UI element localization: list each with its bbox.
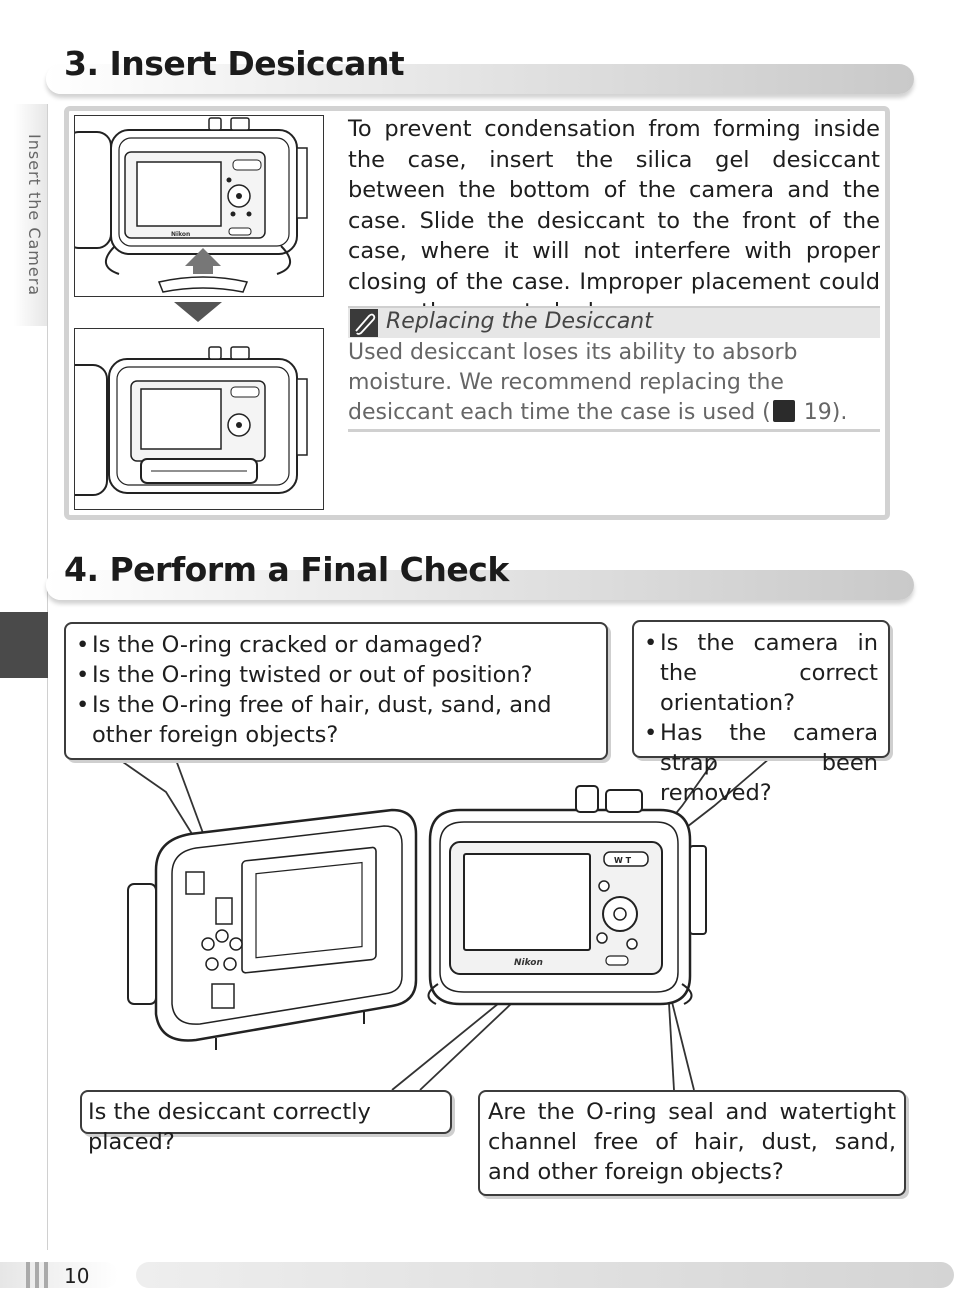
note-divider [348, 429, 880, 432]
section4-heading: 4. Perform a Final Check [64, 550, 509, 589]
footer-bar [136, 1262, 954, 1288]
callout-channel-check: Are the O-ring seal and watertight chann… [478, 1090, 906, 1196]
side-tab-marker [0, 612, 48, 678]
note-text-after: ). [831, 400, 848, 425]
section4-heading-bar [46, 570, 914, 600]
callout-oring-item: Is the O-ring twisted or out of position… [70, 660, 598, 690]
open-case-illustration: W T Nikon [127, 785, 707, 1050]
callout-camera-item: Is the camera in the correct orientation… [638, 628, 878, 718]
case-illustration-placed [75, 346, 308, 496]
callout-oring-item: Is the O-ring cracked or damaged? [70, 630, 598, 660]
page-number: 10 [64, 1264, 90, 1288]
camera-brand-label-large: Nikon [514, 958, 543, 968]
page-reference-icon [772, 400, 795, 422]
footer-stripes [26, 1262, 52, 1288]
callout-desiccant-check: Is the desiccant correctly placed? [80, 1090, 452, 1155]
section3-heading: 3. Insert Desiccant [64, 44, 405, 83]
case-illustration: Nikon [75, 117, 308, 293]
footer-left-bar [0, 1262, 118, 1288]
note-title: Replacing the Desiccant [386, 309, 653, 334]
section3-heading-bar [46, 64, 914, 94]
note-text: Used desiccant loses its ability to abso… [348, 338, 880, 428]
side-tab-background [14, 104, 48, 326]
note-page-ref[interactable]: 19 [803, 400, 832, 425]
side-tab-label: Insert the Camera [25, 134, 44, 297]
callout-camera-item: Has the camera strap been removed? [638, 718, 878, 808]
callout-oring-checks: Is the O-ring cracked or damaged? Is the… [64, 622, 608, 760]
section3-panel [64, 106, 890, 520]
note-header: Replacing the Desiccant [348, 306, 880, 338]
callout-camera-checks: Is the camera in the correct orientation… [632, 620, 890, 806]
pencil-note-icon [350, 309, 378, 337]
insert-desiccant-figure: Nikon [74, 115, 324, 297]
desiccant-placed-figure [74, 328, 324, 510]
zoom-button-label: W T [614, 856, 632, 865]
note-text-before: Used desiccant loses its ability to abso… [348, 340, 798, 425]
callout-oring-item: Is the O-ring free of hair, dust, sand, … [70, 690, 598, 750]
down-arrow-icon [174, 302, 222, 322]
camera-brand-label: Nikon [171, 231, 190, 238]
